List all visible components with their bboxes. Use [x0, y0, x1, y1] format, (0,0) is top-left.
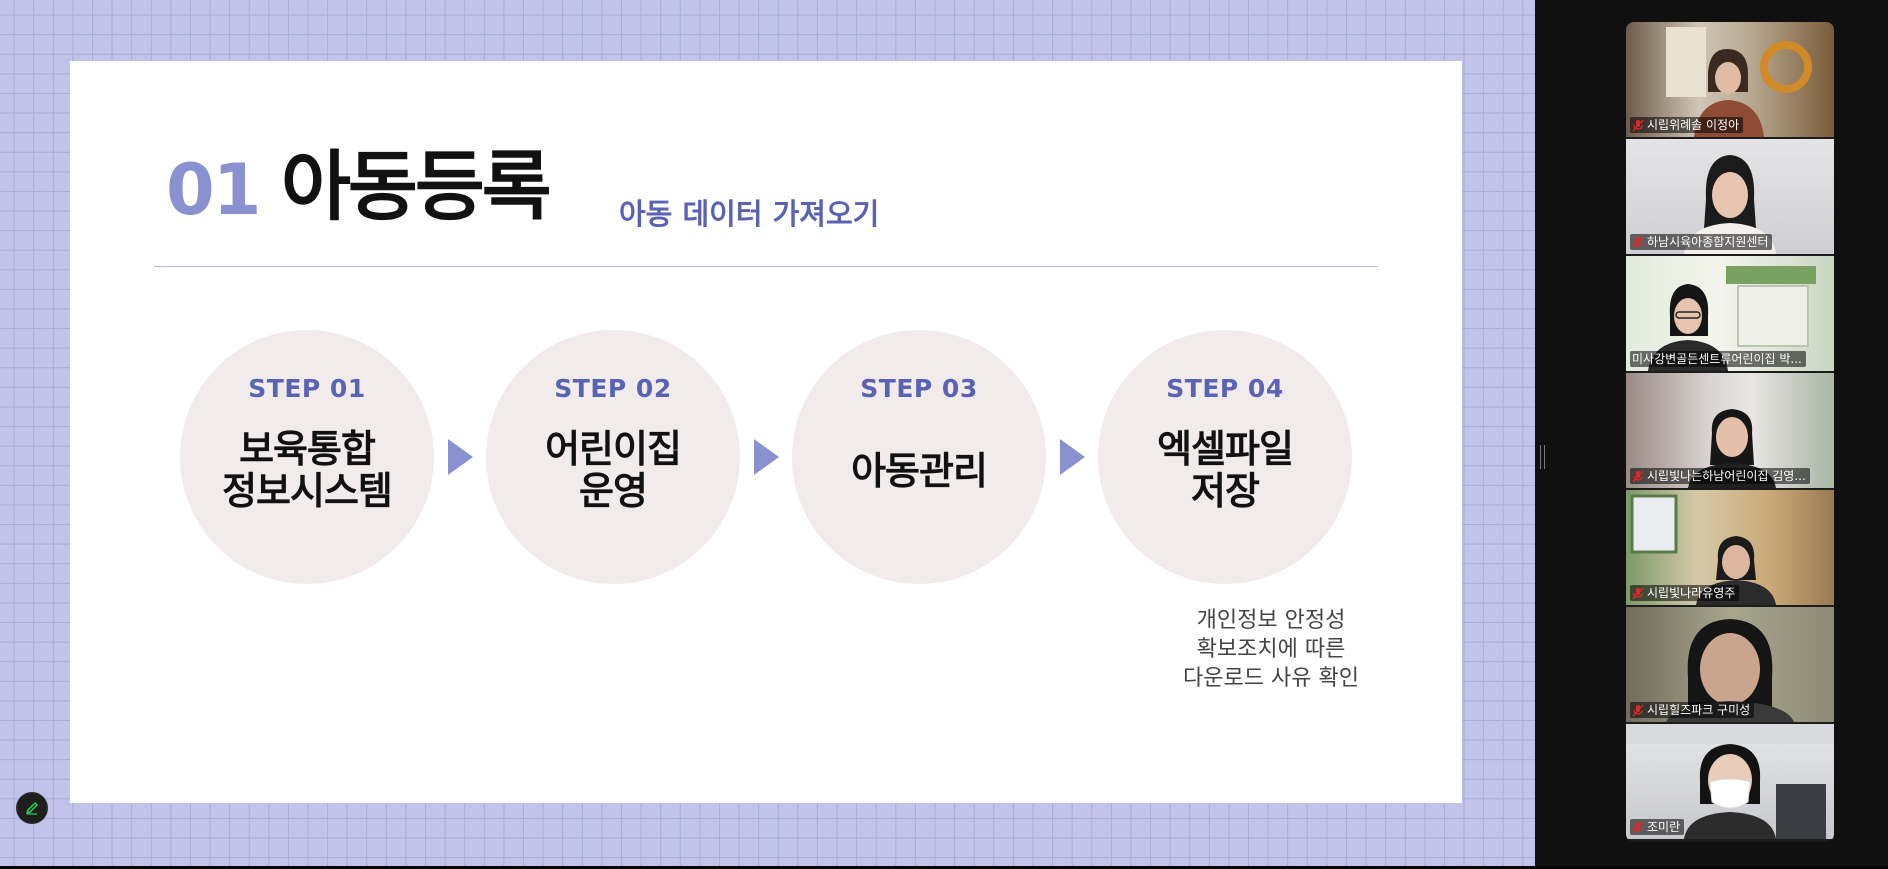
step-text: 엑셀파일 저장 [1098, 428, 1352, 512]
step-circle-3: STEP 03 아동관리 [792, 330, 1046, 584]
participant-nameplate: 시립힐즈파크 구미성 [1630, 702, 1755, 718]
participant-nameplate: 시립빛나라유영주 [1630, 585, 1740, 601]
participant-name: 조미란 [1647, 820, 1681, 834]
arrow-right-icon [754, 439, 779, 475]
participant-nameplate: 미사강변골든센트류어린이집 박... [1630, 351, 1806, 367]
participant-tile[interactable]: 조미란 [1626, 724, 1834, 839]
arrow-right-icon [1060, 439, 1085, 475]
step-text: 보육통합 정보시스템 [180, 428, 434, 512]
participant-tile-active-speaker[interactable]: 미사강변골든센트류어린이집 박... [1626, 256, 1834, 371]
participant-name: 시립위례솔 이정아 [1647, 118, 1740, 132]
participant-video [1626, 724, 1834, 839]
slide-subtitle: 아동 데이터 가져오기 [619, 197, 880, 231]
arrow-right-icon [448, 439, 473, 475]
participant-nameplate: 시립위례솔 이정아 [1630, 117, 1744, 133]
step-label: STEP 03 [860, 374, 978, 403]
title-divider [154, 266, 1378, 267]
annotate-button[interactable] [16, 792, 48, 824]
participant-gallery: 시립위례솔 이정아 하남시육아종합지원센터 미사강변골든센트류어린이집 박... [1626, 22, 1834, 842]
step-text-line: 아동관리 [851, 449, 988, 493]
shared-screen: 01 아동등록 아동 데이터 가져오기 STEP 01 보육통합 정보시스템 S… [0, 0, 1535, 866]
participant-tile[interactable]: 하남시육아종합지원센터 [1626, 139, 1834, 254]
participant-tile[interactable]: 시립빛나라유영주 [1626, 490, 1834, 605]
step-text-line: 어린이집 [545, 427, 682, 471]
step-text-line: 엑셀파일 [1157, 427, 1294, 471]
step-text: 아동관리 [792, 450, 1046, 492]
participant-name: 하남시육아종합지원센터 [1647, 235, 1769, 249]
mic-muted-icon [1632, 704, 1644, 716]
mic-muted-icon [1632, 470, 1644, 482]
participant-video [1666, 27, 1812, 137]
mic-muted-icon [1632, 236, 1644, 248]
window-bottom-edge [0, 866, 1888, 869]
participant-tile[interactable]: 시립빛나는하남어린이집 김영... [1626, 373, 1834, 488]
mic-muted-icon [1632, 119, 1644, 131]
pen-icon [26, 802, 38, 815]
step-label: STEP 02 [554, 374, 672, 403]
participant-tile[interactable]: 시립힐즈파크 구미성 [1626, 607, 1834, 722]
step-text-line: 보육통합 [239, 427, 376, 471]
step-4-note: 개인정보 안정성 확보조치에 따른 다운로드 사유 확인 [1126, 606, 1416, 693]
mic-muted-icon [1632, 821, 1644, 833]
participant-name: 미사강변골든센트류어린이집 박... [1632, 352, 1802, 366]
presentation-slide: 01 아동등록 아동 데이터 가져오기 STEP 01 보육통합 정보시스템 S… [70, 61, 1462, 803]
participant-name: 시립빛나는하남어린이집 김영... [1647, 469, 1806, 483]
participant-nameplate: 조미란 [1630, 819, 1685, 835]
note-line: 개인정보 안정성 [1196, 608, 1346, 633]
slide-title: 아동등록 [281, 142, 552, 231]
step-label: STEP 01 [248, 374, 366, 403]
participant-name: 시립힐즈파크 구미성 [1647, 703, 1751, 717]
step-circle-4: STEP 04 엑셀파일 저장 [1098, 330, 1352, 584]
note-line: 다운로드 사유 확인 [1183, 666, 1359, 691]
mic-muted-icon [1632, 587, 1644, 599]
note-line: 확보조치에 따른 [1196, 637, 1346, 662]
panel-resize-handle[interactable] [1540, 445, 1545, 469]
step-text-line: 정보시스템 [222, 469, 393, 513]
participant-name: 시립빛나라유영주 [1647, 586, 1736, 600]
participant-tile[interactable]: 시립위례솔 이정아 [1626, 22, 1834, 137]
step-text-line: 운영 [579, 469, 648, 513]
participant-nameplate: 하남시육아종합지원센터 [1630, 234, 1773, 250]
participant-nameplate: 시립빛나는하남어린이집 김영... [1630, 468, 1810, 484]
step-text: 어린이집 운영 [486, 428, 740, 512]
step-circle-2: STEP 02 어린이집 운영 [486, 330, 740, 584]
step-label: STEP 04 [1166, 374, 1284, 403]
step-text-line: 저장 [1191, 469, 1260, 513]
participant-video [1648, 266, 1816, 371]
step-circle-1: STEP 01 보육통합 정보시스템 [180, 330, 434, 584]
slide-title-number: 01 [166, 149, 261, 231]
